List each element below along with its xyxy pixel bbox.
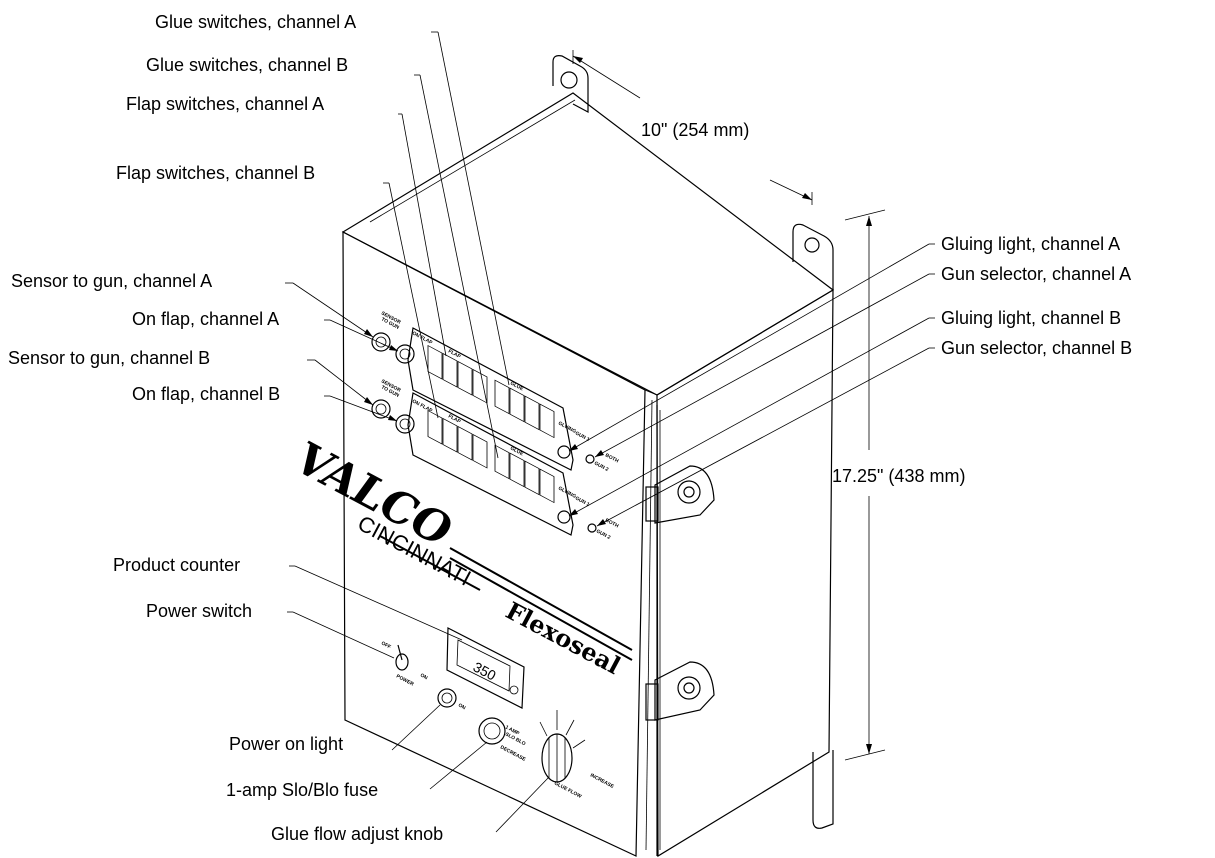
callout-on-flap-a: On flap, channel A (132, 309, 279, 329)
power-switch[interactable] (395, 644, 409, 671)
channel-a-gluing-light (557, 445, 571, 459)
callout-power-switch: Power switch (146, 601, 252, 621)
on-flap-b-knob[interactable] (395, 414, 415, 434)
label-gun1-b: GUN 1 (574, 495, 591, 508)
dim-width-label: 10" (254 mm) (641, 120, 749, 140)
callout-on-flap-b: On flap, channel B (132, 384, 280, 404)
label-gun1-a: GUN 1 (574, 430, 591, 443)
dimension-width (572, 50, 813, 205)
channel-a-gun-selector[interactable] (585, 454, 595, 464)
callout-flap-switches-b: Flap switches, channel B (116, 163, 315, 183)
sensor-to-gun-a-knob[interactable] (371, 332, 391, 352)
label-increase: INCREASE (589, 772, 615, 790)
callout-sensor-to-gun-a: Sensor to gun, channel A (11, 271, 212, 291)
label-gun2-b: GUN 2 (595, 528, 612, 541)
fuse-holder[interactable] (478, 717, 506, 745)
callout-glue-flow-knob: Glue flow adjust knob (271, 824, 443, 844)
enclosure-top (341, 92, 835, 396)
label-both-a: BOTH (604, 452, 620, 464)
label-off: OFF (380, 640, 392, 650)
leader-lines (285, 31, 935, 833)
channel-b-flap-switches (427, 409, 488, 469)
channel-a-flap-switches (427, 344, 488, 404)
callout-product-counter: Product counter (113, 555, 240, 575)
on-flap-a-knob[interactable] (395, 344, 415, 364)
label-glue-b: GLUE (509, 445, 525, 457)
sensor-to-gun-b-knob[interactable] (371, 399, 391, 419)
callout-fuse: 1-amp Slo/Blo fuse (226, 780, 378, 800)
enclosure-front-door (342, 231, 646, 857)
power-on-light (437, 688, 457, 708)
enclosure (341, 92, 835, 858)
leader-arrowheads (364, 329, 606, 526)
label-decrease: DECREASE (499, 744, 527, 763)
callout-glue-switches-a: Glue switches, channel A (155, 12, 356, 32)
callout-gluing-light-b: Gluing light, channel B (941, 308, 1121, 328)
callout-power-on-light: Power on light (229, 734, 343, 754)
dim-height-label: 17.25" (438 mm) (832, 466, 965, 486)
callout-gun-selector-b: Gun selector, channel B (941, 338, 1132, 358)
label-gun2-a: GUN 2 (593, 460, 610, 473)
mounting-tabs (552, 55, 834, 829)
counter-reset-button[interactable] (509, 685, 519, 695)
label-on: ON (419, 672, 429, 681)
label-glue-flow: GLUE FLOW (553, 780, 583, 800)
channel-a-glue-switches (494, 379, 555, 439)
callout-glue-switches-b: Glue switches, channel B (146, 55, 348, 75)
counter-display: 350 (471, 659, 499, 684)
callout-sensor-to-gun-b: Sensor to gun, channel B (8, 348, 210, 368)
label-on-flap-b: ON FLAP (411, 398, 434, 414)
callout-gluing-light-a: Gluing light, channel A (941, 234, 1120, 254)
label-both-b: BOTH (604, 517, 620, 529)
brand-flexoseal: Flexoseal (501, 596, 625, 680)
channel-b-gun-selector[interactable] (587, 523, 597, 533)
callout-labels: Glue switches, channel A Glue switches, … (8, 12, 1132, 844)
latch-lower (645, 661, 715, 721)
label-gluing-a: GLUING (557, 420, 577, 434)
glue-flow-adjust-knob[interactable] (539, 710, 586, 783)
label-flap-b: FLAP (447, 413, 462, 425)
brand-logo: VALCO CINCINNATI Flexoseal (283, 433, 633, 680)
label-flap-a: FLAP (447, 348, 462, 360)
channel-b-gluing-light (557, 510, 571, 524)
label-power: POWER (395, 673, 415, 687)
channel-b-glue-switches (494, 444, 555, 504)
latch-upper (645, 465, 715, 524)
label-gluing-b: GLUING (557, 485, 577, 499)
label-power-on-light: ON (457, 702, 467, 711)
callout-flap-switches-a: Flap switches, channel A (126, 94, 324, 114)
product-counter: 350 (446, 627, 525, 709)
label-glue-a: GLUE (509, 380, 525, 392)
dimension-height (844, 209, 886, 761)
callout-gun-selector-a: Gun selector, channel A (941, 264, 1131, 284)
